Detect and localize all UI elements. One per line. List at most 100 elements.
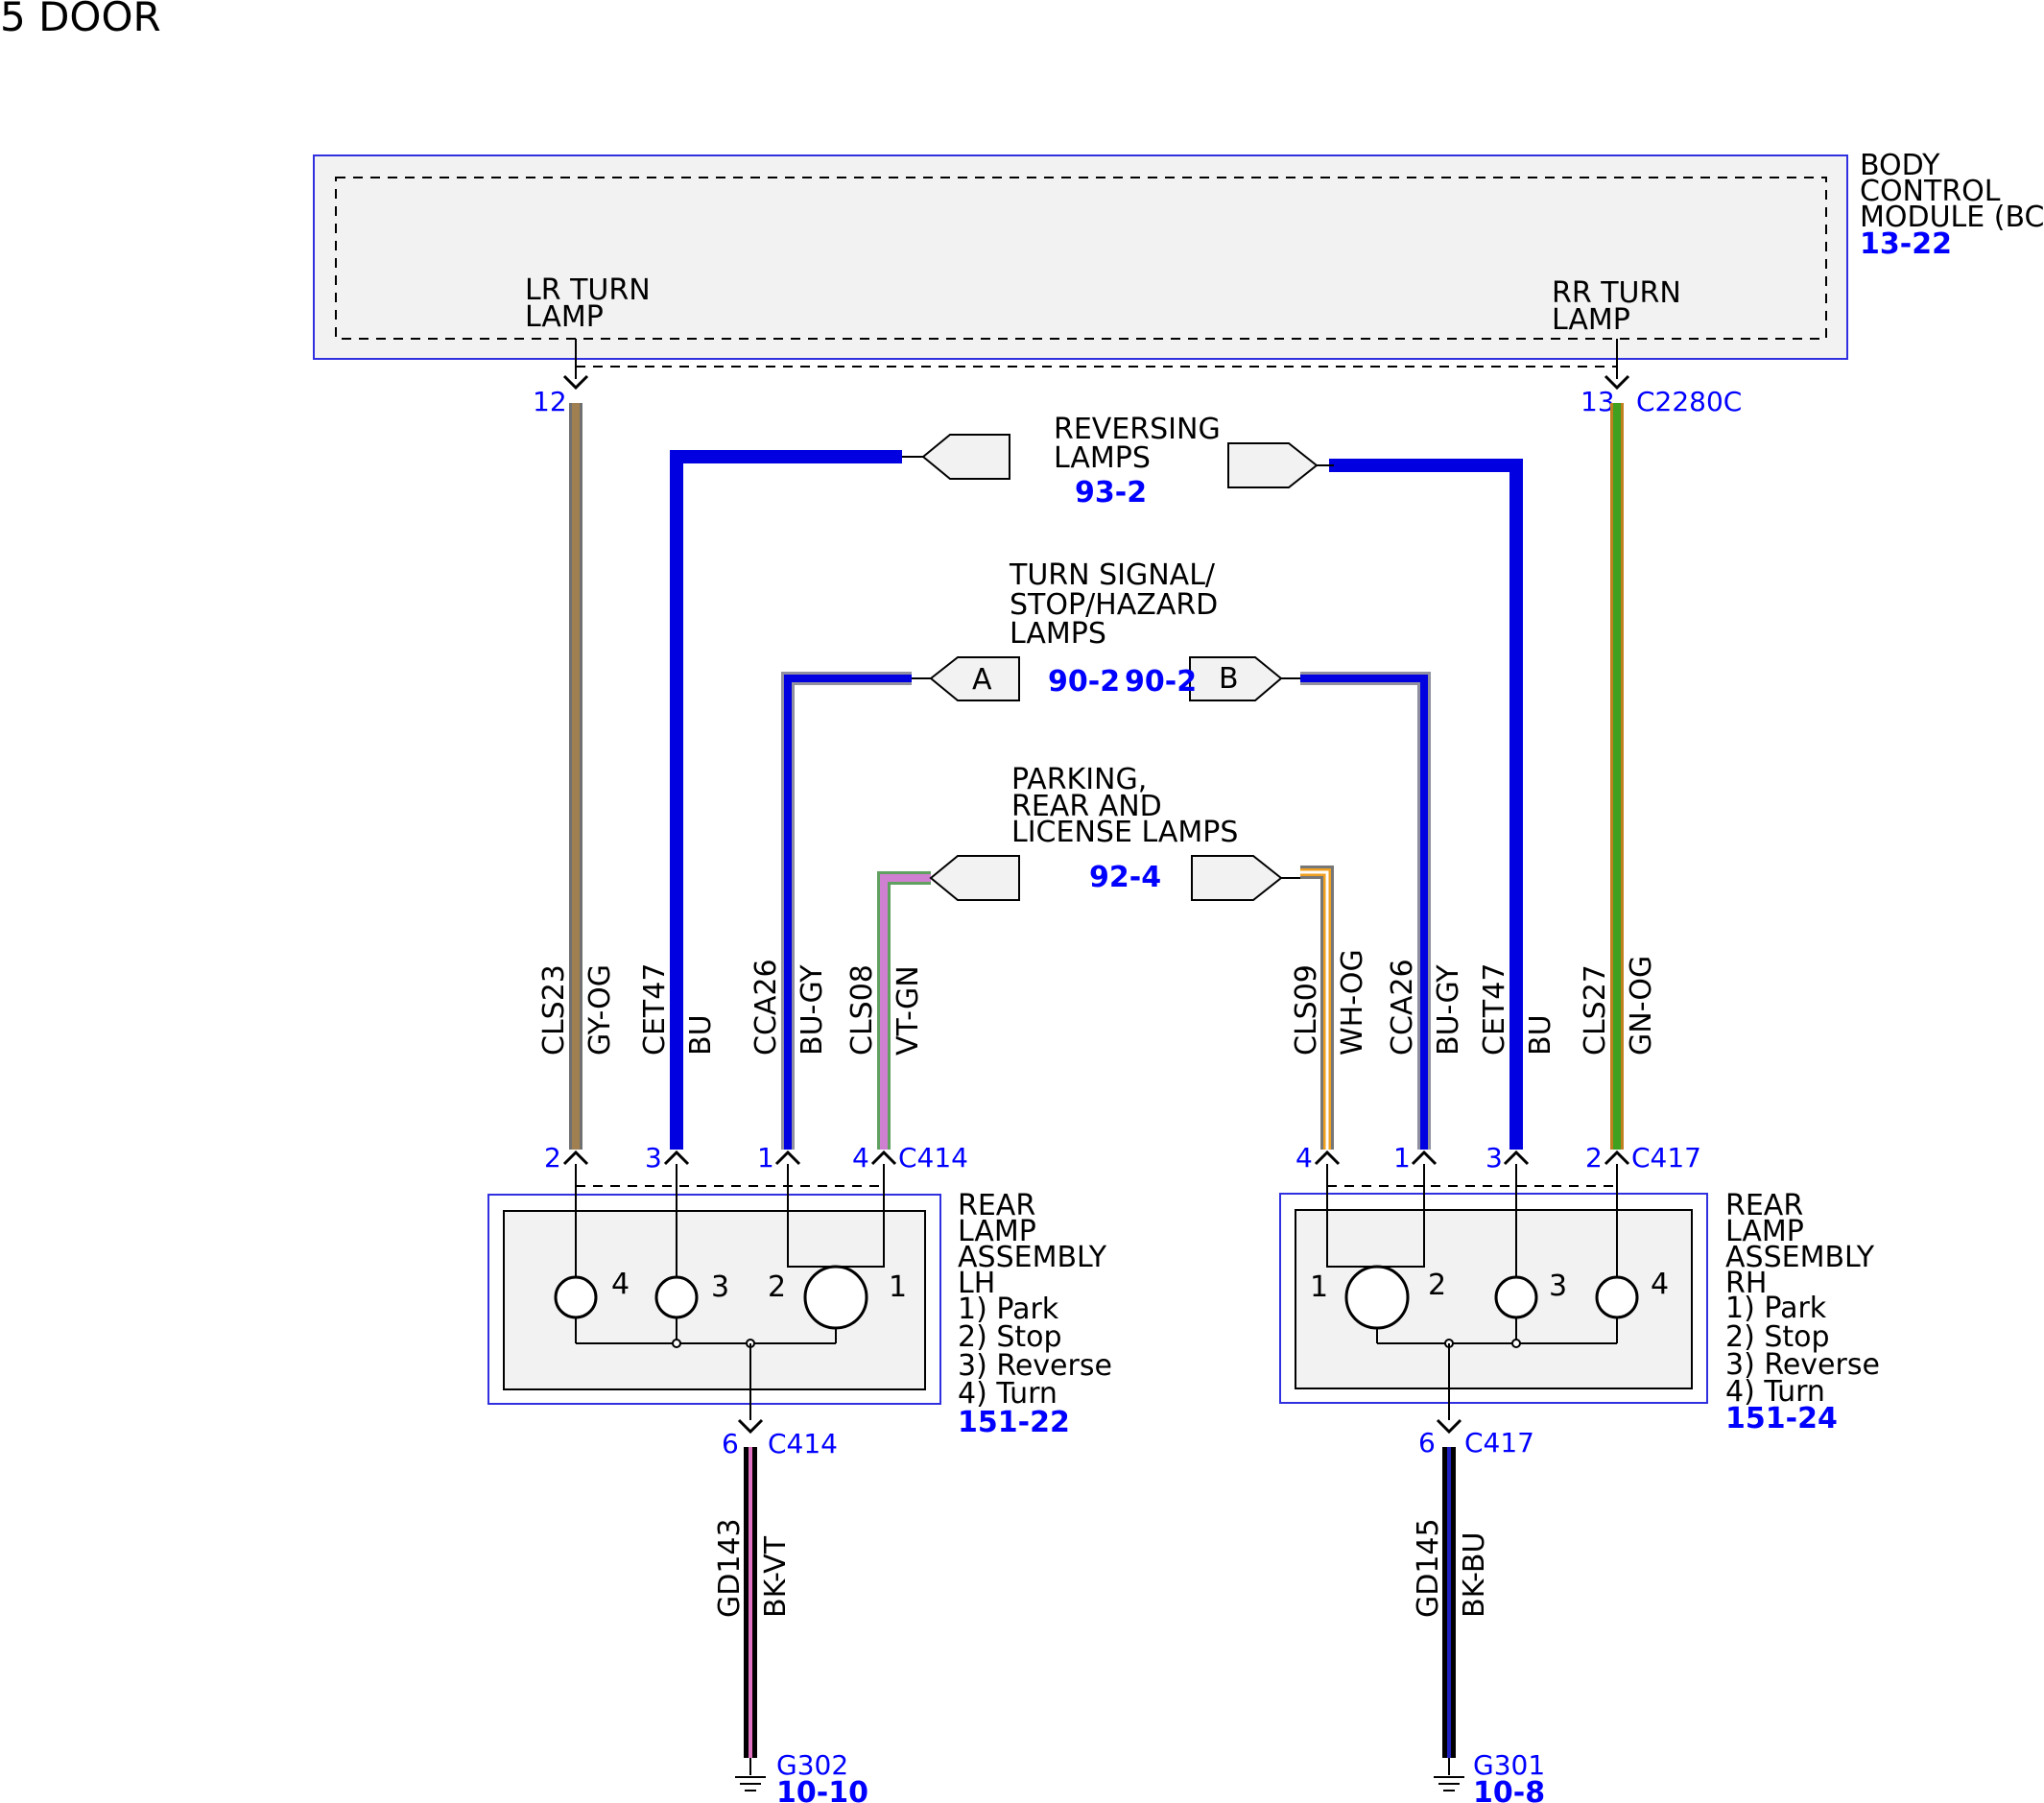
reversing-flag-left[interactable] [921,434,1010,480]
lh-label-2: LAMP [958,1215,1036,1248]
rh-ground-pin: 6 [1418,1427,1436,1459]
bcm-name-2: CONTROL [1860,175,2001,208]
rh-label-6: 2) Stop [1725,1320,1830,1354]
wire-color-label: GN-OG [1625,956,1658,1056]
wire-circuit-label: CLS27 [1579,964,1612,1056]
lh-pin-1: 2 [544,1142,561,1174]
lh-ground-color-label: BK-VT [759,1535,793,1618]
bulb-icon [1494,1275,1538,1319]
turn-label-1: TURN SIGNAL/ [1009,558,1216,592]
turn-label-2: STOP/HAZARD [1010,588,1218,622]
wire-circuit-label: CLS23 [537,964,571,1056]
rh-label-5: 1) Park [1725,1292,1827,1325]
turn-flag-b[interactable] [1189,656,1283,701]
rh-pin-2: 1 [1393,1142,1411,1174]
turn-flag-b-label: B [1219,662,1239,696]
connector-arrow-icon [1604,374,1630,391]
parking-label-3: LICENSE LAMPS [1011,816,1238,849]
lh-label-8: 4) Turn [958,1377,1058,1411]
bcm-module: BODY CONTROL MODULE (BCM) 13-22 LR TURN … [313,149,2044,360]
lh-bulb-label: 2 [768,1270,786,1304]
bulb-icon [554,1275,598,1319]
bcm-pin-lr: 12 [533,386,567,417]
rh-label-3: ASSEMBLY [1725,1241,1875,1274]
rr-turn-label-2: LAMP [1552,303,1630,337]
rh-label-7: 3) Reverse [1725,1348,1880,1382]
bcm-name-1: BODY [1860,149,1940,182]
wire-cet47-right[interactable] [1329,459,1523,1150]
parking-label-2: REAR AND [1011,790,1162,823]
lh-lamp-assembly: 4 3 2 1 REAR LAMP ASSEMBLY LH 1) Park 2)… [487,1164,1112,1439]
bcm-name-3: MODULE (BCM) [1860,201,2044,234]
wire-color-label: VT-GN [891,965,925,1056]
turn-ref-a[interactable]: 90-2 [1048,665,1120,699]
wire-circuit-label: CLS08 [845,964,879,1056]
wire-circuit-label: CLS09 [1290,964,1323,1056]
wire-color-label: BU [684,1014,718,1056]
rh-lamp-assembly: 1 2 3 4 REAR LAMP ASSEMBLY RH 1) Park 2)… [1279,1164,1880,1435]
lh-ground-point: G302 [776,1749,848,1781]
lh-label-7: 3) Reverse [958,1349,1112,1383]
lh-ground-pin: 6 [722,1428,739,1459]
wire-cca26-right[interactable] [1300,672,1431,1150]
lr-turn-label-1: LR TURN [525,273,651,307]
rh-ground-circuit[interactable]: 6 C417 GD145 BK-BU G301 10-8 [1412,1343,1545,1803]
rh-bulb-label: 2 [1428,1269,1446,1302]
wire-cls09-right[interactable] [1300,866,1334,1150]
lh-label-5: 1) Park [958,1293,1059,1326]
wire-cls08-left[interactable] [877,871,931,1150]
lh-ground-ref[interactable]: 10-10 [776,1776,868,1803]
rh-connector: C417 [1631,1142,1701,1174]
dual-filament-bulb-icon [803,1265,868,1330]
bcm-ref[interactable]: 13-22 [1860,227,1952,261]
rh-label-1: REAR [1725,1189,1803,1222]
lr-turn-label-2: LAMP [525,300,604,334]
wire-color-label: BU-GY [796,964,829,1056]
left-wire-labels: CLS23 GY-OG CET47 BU CCA26 BU-GY CLS08 V… [537,959,925,1056]
rr-turn-label-1: RR TURN [1552,276,1681,310]
rh-pin-3: 3 [1485,1142,1503,1174]
rh-ground-ref[interactable]: 10-8 [1473,1776,1545,1803]
lh-bulb-label: 4 [611,1268,630,1301]
parking-flag-right[interactable] [1191,855,1283,901]
reversing-label-1: REVERSING [1054,413,1221,446]
turn-flag-a[interactable] [929,656,1020,701]
lh-label-3: ASSEMBLY [958,1241,1107,1274]
rh-ground-circuit-label: GD145 [1412,1518,1445,1618]
dual-filament-bulb-icon [1344,1265,1410,1330]
rh-label-4: RH [1725,1267,1767,1300]
wire-circuit-label: CET47 [638,963,672,1056]
lh-label-1: REAR [958,1189,1035,1222]
wire-cet47-left[interactable] [670,450,902,1150]
rh-label-8: 4) Turn [1725,1375,1825,1409]
lh-label-6: 2) Stop [958,1320,1062,1354]
wire-circuit-label: CCA26 [749,959,783,1056]
right-wire-labels: CLS09 WH-OG CCA26 BU-GY CET47 BU CLS27 G… [1290,949,1658,1056]
rh-ground-connector: C417 [1464,1427,1534,1459]
bcm-pin-rr: 13 [1581,386,1615,417]
turn-ref-b[interactable]: 90-2 [1125,665,1197,699]
wire-color-label: BU-GY [1432,964,1465,1056]
reversing-flag-right[interactable] [1227,442,1319,488]
lh-ground-circuit[interactable]: 6 C414 GD143 BK-VT G302 10-10 [713,1343,868,1803]
rh-ref[interactable]: 151-24 [1725,1402,1838,1435]
rh-bulb-label: 1 [1310,1270,1328,1304]
wire-color-label: WH-OG [1336,949,1369,1056]
rh-bulb-label: 4 [1651,1268,1669,1301]
lh-ref[interactable]: 151-22 [958,1406,1070,1439]
rh-connector-pins: 4 1 3 2 C417 [1295,1142,1701,1187]
bulb-icon [654,1275,699,1319]
bcm-connector: C2280C [1636,386,1742,417]
lh-connector: C414 [898,1142,968,1174]
connector-arrow-icon [562,374,589,391]
parking-ref[interactable]: 92-4 [1089,861,1161,894]
reversing-ref[interactable]: 93-2 [1075,476,1147,510]
rh-ground-color-label: BK-BU [1458,1532,1491,1618]
parking-label-1: PARKING, [1011,763,1147,796]
lh-bulb-label: 1 [889,1270,907,1304]
rh-label-2: LAMP [1725,1215,1804,1248]
wire-cca26-left[interactable] [781,672,912,1150]
turn-flag-a-label: A [972,663,992,697]
parking-flag-left[interactable] [929,855,1020,901]
